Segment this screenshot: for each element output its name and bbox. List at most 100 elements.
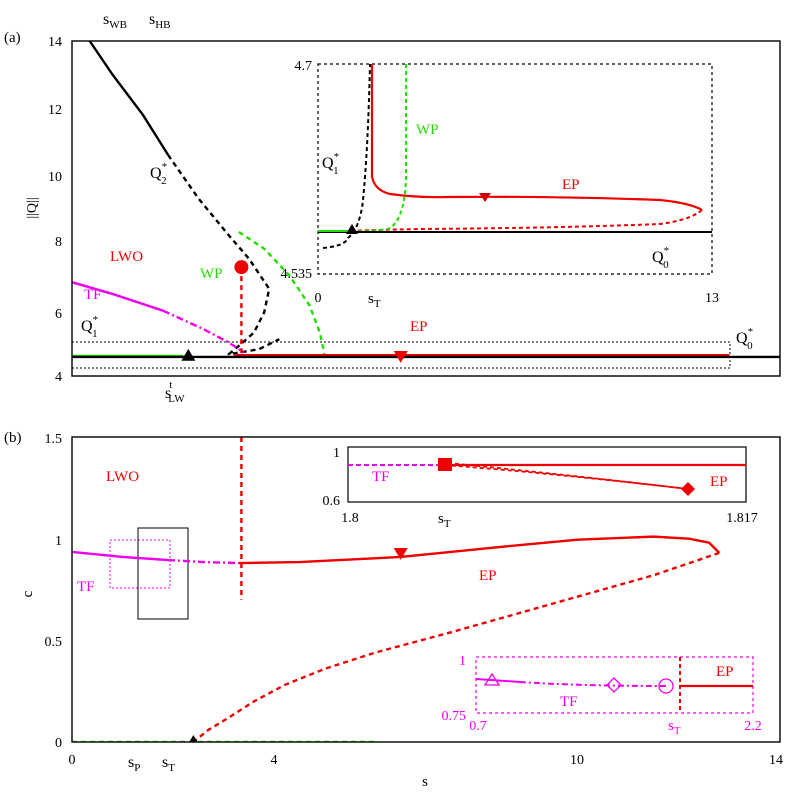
inset-a-ep-unstable [349, 209, 703, 232]
inset-b-top-xleft: 1.8 [341, 511, 359, 526]
inset-b-top-square-marker [438, 458, 452, 471]
series-group-a [72, 41, 780, 363]
y-ticks-b: 0 0.5 1 1.5 [45, 432, 63, 751]
shb-label: sHB [149, 11, 171, 31]
inset-a-xmin: 0 [315, 291, 322, 306]
ytick-label: 10 [48, 170, 62, 185]
plot-frame-a [71, 40, 781, 377]
ytick-label: 8 [55, 235, 62, 250]
inset-b-bottom-diamond-marker [606, 677, 622, 693]
y-axis-label-b: c [20, 590, 36, 597]
inset-b-bottom-tf-label: TF [560, 694, 578, 710]
inset-a-q1-curve [322, 63, 371, 249]
ytick-label: 1 [55, 534, 62, 549]
series-line-wp [238, 230, 327, 358]
zoom-box-st [137, 527, 189, 620]
data-point-sp-point [189, 735, 198, 742]
lwo-label-a: LWO [110, 249, 143, 265]
x-ticks-b: 0 4 10 14 [69, 753, 784, 768]
panel-b-tag: (b) [4, 430, 22, 446]
series-line-ep-unstable [192, 551, 720, 742]
data-point-ep-marker [393, 351, 408, 363]
inset-a-st: sT [368, 291, 381, 310]
inset-b-bottom-circle-marker [658, 678, 674, 694]
y-ticks-a: 4 6 8 10 12 14 [48, 35, 62, 385]
inset-b-bottom-ytop: 1 [459, 654, 466, 669]
inset-b-bottom-xleft: 0.7 [469, 719, 487, 734]
series-line-q2-stable [88, 41, 170, 156]
inset-b-top: 1 0.6 1.8 1.817 sT TF EP [323, 446, 758, 530]
inset-a-triangle-marker [346, 224, 358, 234]
ep-label-b: EP [479, 568, 497, 584]
inset-b-top-diamond-marker [681, 482, 695, 496]
ytick-label: 6 [55, 307, 62, 322]
inset-a-q0-label: Q*0 [652, 245, 669, 271]
ytick-label: 1.5 [45, 432, 63, 447]
inset-b-bottom-triangle-marker [483, 672, 501, 686]
ytick-label: 0 [55, 736, 62, 751]
zoom-box-tf [109, 539, 171, 589]
series-line-ep-stable [238, 535, 721, 565]
series-line-tf-dashed [162, 309, 245, 354]
inset-b-top-xright: 1.817 [726, 511, 758, 526]
inset-a-frame [317, 63, 713, 275]
ytick-label: 14 [48, 35, 62, 50]
inset-b-top-ytop: 1 [333, 446, 340, 461]
swb-label: sWB [103, 11, 127, 31]
inset-a-ep-stable [370, 64, 703, 211]
panel-b: (b) c 0 0.5 1 1.5 0 4 10 14 sP sT s LWO … [4, 430, 783, 790]
xtick-label: 10 [570, 753, 584, 768]
inset-a-ep-label: EP [562, 177, 580, 193]
series-line-tf-solid [72, 281, 164, 312]
inset-a-ymin: 4.535 [281, 267, 313, 282]
inset-b-top-tf-label: TF [372, 469, 390, 485]
inset-b-top-ep-upper [447, 462, 689, 490]
q1-label-a: Q*1 [81, 314, 98, 340]
series-group-b [72, 437, 721, 742]
xtick-label: 14 [769, 753, 783, 768]
ytick-label: 4 [55, 370, 62, 385]
inset-b-top-frame [347, 446, 747, 503]
inset-a-wp-label: WP [416, 122, 439, 138]
inset-b-bottom-ep-label: EP [716, 664, 734, 680]
x-axis-label-b: s [422, 774, 428, 790]
inset-b-top-ep-lower [444, 464, 689, 490]
series-line-q2-unstable [167, 154, 280, 356]
tf-label-a: TF [84, 287, 102, 303]
inset-a: 4.7 4.535 0 13 sT Q*1 Q*0 WP EP [281, 59, 720, 310]
sp-label: sP [128, 754, 140, 774]
zoom-region-box-a [71, 341, 731, 369]
inset-a-q1-label: Q*1 [322, 151, 339, 177]
inset-b-bottom-xright: 2.2 [744, 719, 762, 734]
ytick-label: 12 [48, 103, 62, 118]
inset-b-bottom-tf-dashed [519, 681, 667, 687]
inset-a-ymax: 4.7 [295, 59, 313, 74]
series-line-tf-solid [72, 550, 169, 562]
y-axis-label-a: ||Q|| [25, 197, 40, 218]
st-label-b: sT [162, 754, 175, 774]
tf-label-b: TF [77, 579, 95, 595]
lwo-label-b: LWO [106, 469, 139, 485]
data-point-ep-marker [393, 548, 408, 560]
inset-a-ep-marker [479, 193, 491, 202]
q0-label-a: Q*0 [736, 326, 753, 352]
inset-b-bottom-tf-solid [475, 678, 521, 683]
q2-label: Q*2 [150, 161, 167, 187]
wp-label-a: WP [200, 266, 223, 282]
data-point-lwo-start [234, 260, 249, 275]
inset-b-bottom-ybottom: 0.75 [442, 709, 467, 724]
inset-b-bottom-st: sT [668, 718, 681, 737]
inset-b-top-st: sT [438, 511, 451, 530]
inset-b-top-ep-label: EP [710, 474, 728, 490]
panel-a-tag: (a) [4, 30, 21, 46]
inset-a-xmax: 13 [705, 291, 719, 306]
plot-frame-b [71, 436, 781, 743]
ytick-label: 0.5 [45, 635, 63, 650]
inset-b-bottom: 1 0.75 0.7 2.2 sT TF EP [442, 654, 762, 737]
series-line-tf-dashed [168, 558, 239, 565]
ep-label-a: EP [410, 319, 428, 335]
xtick-label: 4 [271, 753, 278, 768]
